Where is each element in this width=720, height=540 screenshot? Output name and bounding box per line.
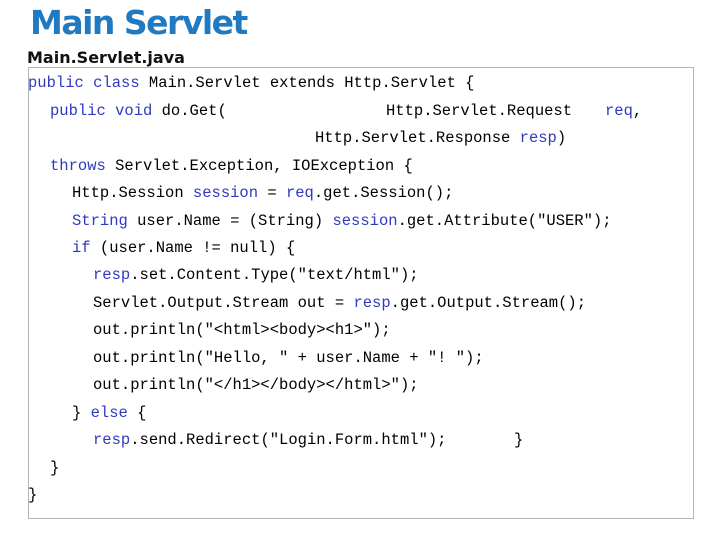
code-text: } — [514, 431, 524, 449]
code-variable: session — [192, 184, 259, 202]
code-text: Http.Servlet.Request — [386, 102, 573, 120]
code-line-method-close: } — [50, 459, 60, 477]
code-variable: session — [332, 212, 398, 230]
code-text: .set.Content.Type("text/html"); — [130, 266, 419, 284]
code-text: } — [28, 486, 38, 504]
code-variable: resp — [93, 431, 131, 449]
code-keyword: else — [90, 404, 128, 422]
code-text: out.println("<html><body><h1>"); — [93, 321, 391, 339]
code-text: Http.Session — [72, 184, 193, 202]
code-text: out.println("</h1></body></html>"); — [93, 376, 419, 394]
code-block — [28, 67, 694, 519]
code-line-set-content-type: resp.set.Content.Type("text/html"); — [93, 266, 419, 284]
code-text: Servlet.Exception, IOException { — [105, 157, 413, 175]
code-text: (user.Name != null) { — [90, 239, 296, 257]
code-text: do.Get( — [152, 102, 227, 120]
code-line-request-var: req, — [605, 102, 643, 120]
code-variable: resp — [353, 294, 391, 312]
code-line-class-close: } — [28, 486, 38, 504]
code-keyword: public void — [50, 102, 153, 120]
file-name: Main.Servlet.java — [27, 48, 185, 67]
code-text: Servlet.Output.Stream out = — [93, 294, 354, 312]
code-text: } — [50, 459, 60, 477]
code-line-redirect: resp.send.Redirect("Login.Form.html"); — [93, 431, 447, 449]
code-keyword: throws — [50, 157, 106, 175]
code-text: .get.Attribute("USER"); — [397, 212, 612, 230]
code-line-if: if (user.Name != null) { — [72, 239, 296, 257]
code-line-redirect-brace: } — [514, 431, 524, 449]
code-line-get-session: Http.Session session = req.get.Session()… — [72, 184, 454, 202]
slide-title: Main Servlet — [30, 3, 248, 42]
code-variable: resp — [519, 129, 557, 147]
code-text: , — [632, 102, 643, 120]
code-text: user.Name = (String) — [127, 212, 333, 230]
code-line-response-param: Http.Servlet.Response resp) — [315, 129, 567, 147]
code-text: { — [127, 404, 147, 422]
code-text: Http.Servlet.Response — [315, 129, 520, 147]
code-keyword: public class — [28, 74, 140, 92]
code-text: .get.Session(); — [313, 184, 454, 202]
code-line-throws: throws Servlet.Exception, IOException { — [50, 157, 413, 175]
code-text: Main.Servlet extends Http.Servlet { — [139, 74, 475, 92]
code-text: .send.Redirect("Login.Form.html"); — [130, 431, 447, 449]
code-line-method-signature: public void do.Get( — [50, 102, 227, 120]
code-text: ) — [556, 129, 567, 147]
code-keyword: if — [72, 239, 91, 257]
code-text: out.println("Hello, " + user.Name + "! "… — [93, 349, 484, 367]
code-line-print-open: out.println("<html><body><h1>"); — [93, 321, 391, 339]
code-line-else: } else { — [72, 404, 147, 422]
code-variable: resp — [93, 266, 131, 284]
code-line-print-hello: out.println("Hello, " + user.Name + "! "… — [93, 349, 484, 367]
code-text: = — [258, 184, 286, 202]
code-keyword: String — [72, 212, 128, 230]
code-line-get-attribute: String user.Name = (String) session.get.… — [72, 212, 612, 230]
code-text: } — [72, 404, 91, 422]
code-variable: req — [285, 184, 314, 202]
code-text: .get.Output.Stream(); — [390, 294, 587, 312]
code-line-request-param: Http.Servlet.Request — [386, 102, 573, 120]
code-line-output-stream: Servlet.Output.Stream out = resp.get.Out… — [93, 294, 587, 312]
code-variable: req — [605, 102, 633, 120]
code-line-class-declaration: public class Main.Servlet extends Http.S… — [28, 74, 475, 92]
code-line-print-close: out.println("</h1></body></html>"); — [93, 376, 419, 394]
